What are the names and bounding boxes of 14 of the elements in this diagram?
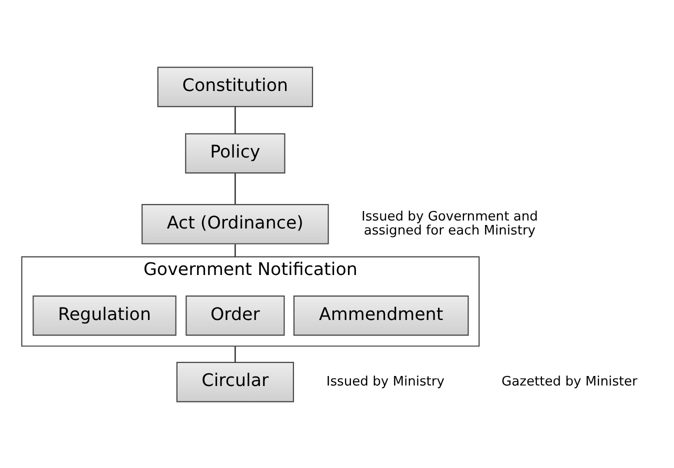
node-label: Issued by Government and assigned for each Ministry bbox=[362, 208, 538, 238]
connector bbox=[234, 172, 236, 204]
node-box: Policy bbox=[185, 132, 286, 174]
connector bbox=[234, 106, 236, 134]
connector bbox=[234, 244, 236, 256]
node-label: Gazetted by Minister bbox=[502, 374, 638, 389]
connector bbox=[234, 346, 236, 362]
node-box: Order bbox=[186, 294, 285, 336]
node-box: Regulation bbox=[32, 294, 176, 336]
node-box: Constitution bbox=[157, 66, 314, 107]
node-box: Ammendment bbox=[293, 294, 469, 336]
node-box: Circular bbox=[176, 361, 294, 402]
node-box: Act (Ordinance) bbox=[142, 204, 329, 244]
node-label: Issued by Ministry bbox=[326, 374, 444, 389]
